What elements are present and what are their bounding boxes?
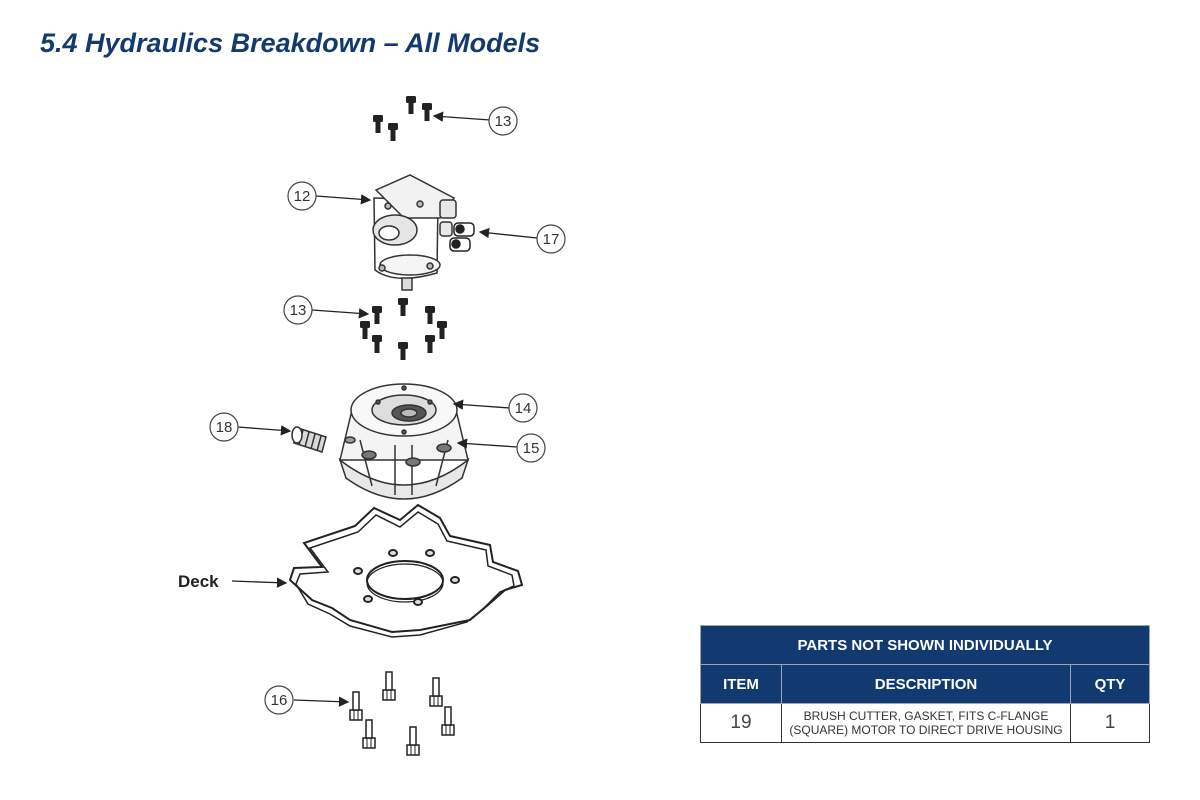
callout-17: 17: [536, 224, 566, 254]
svg-text:15: 15: [523, 440, 540, 457]
svg-text:13: 13: [290, 302, 307, 319]
svg-text:16: 16: [271, 692, 288, 709]
bolts-bottom: [349, 671, 455, 756]
deck-plate: [288, 503, 524, 638]
grease-fitting: [291, 426, 327, 453]
bolts-top: [373, 96, 432, 141]
leader-13-top: [432, 111, 491, 122]
deck-label: Deck: [178, 572, 219, 591]
parts-not-shown-table: PARTS NOT SHOWN INDIVIDUALLY ITEM DESCRI…: [700, 625, 1150, 743]
svg-text:17: 17: [543, 231, 560, 248]
leader-14: [452, 399, 511, 410]
svg-text:13: 13: [495, 113, 512, 130]
description-line-1: BRUSH CUTTER, GASKET, FITS C-FLANGE: [803, 709, 1049, 723]
table-heading: PARTS NOT SHOWN INDIVIDUALLY: [700, 625, 1150, 665]
table-row: 19 BRUSH CUTTER, GASKET, FITS C-FLANGE (…: [700, 703, 1150, 743]
leader-12: [315, 194, 372, 205]
callout-18: 18: [209, 412, 239, 442]
bolts-middle: [360, 298, 447, 360]
drive-housing: [338, 383, 470, 500]
description-cell: BRUSH CUTTER, GASKET, FITS C-FLANGE (SQU…: [781, 703, 1071, 743]
qty-cell: 1: [1070, 703, 1150, 743]
callout-14: 14: [508, 393, 538, 423]
column-header-qty: QTY: [1070, 664, 1150, 704]
item-cell: 19: [700, 703, 782, 743]
leader-deck: [231, 577, 288, 588]
svg-text:18: 18: [216, 419, 233, 436]
leader-17: [478, 227, 538, 239]
page-title: 5.4 Hydraulics Breakdown – All Models: [40, 28, 541, 58]
leader-18: [237, 425, 292, 436]
callout-13-mid: 13: [283, 295, 313, 325]
fittings: [449, 222, 475, 252]
leader-13-mid: [311, 308, 370, 319]
callout-13-top: 13: [488, 106, 518, 136]
callout-16: 16: [264, 685, 294, 715]
hydraulics-exploded-diagram: 13 12 17: [178, 96, 566, 756]
hydraulic-motor: [372, 174, 457, 291]
description-line-2: (SQUARE) MOTOR TO DIRECT DRIVE HOUSING: [789, 723, 1063, 737]
callout-12: 12: [287, 181, 317, 211]
leader-16: [293, 696, 350, 707]
svg-text:14: 14: [515, 400, 532, 417]
column-header-item: ITEM: [700, 664, 782, 704]
svg-text:12: 12: [294, 188, 311, 205]
leader-15: [456, 438, 518, 449]
column-header-description: DESCRIPTION: [781, 664, 1071, 704]
callout-15: 15: [516, 433, 546, 463]
